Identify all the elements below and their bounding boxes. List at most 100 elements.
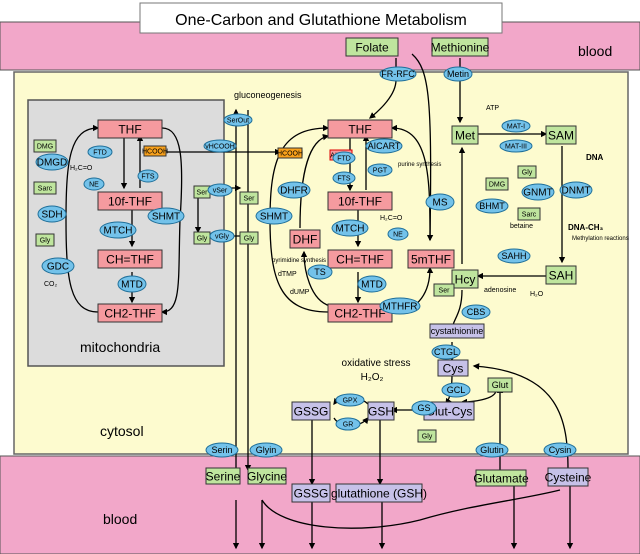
metabolite-gssg-label: GSSG [294, 404, 329, 418]
metabolite-sam-label: SAM [548, 128, 574, 142]
metabolite-hcooh-m: HCOOH [142, 145, 168, 157]
metabolite-hcy: Hcy [451, 269, 479, 289]
enzyme-vser-label: vSer [213, 187, 228, 194]
enzyme-mat-i-label: MAT-I [507, 123, 525, 130]
metabolite-cystathionine-label: cystathionine [431, 326, 484, 336]
enzyme-mtch-c: MTCH [331, 219, 369, 237]
metabolite-sah: SAH [545, 265, 577, 285]
metabolite-ch2-thf-c-label: CH2-THF [334, 306, 385, 320]
enzyme-sahh-label: SAHH [501, 251, 526, 261]
enzyme-glutin-label: Glutin [480, 445, 504, 455]
metabolite-dhf-label: DHF [293, 232, 318, 246]
metabolite-cysteine: Cysteine [545, 467, 592, 487]
annotation-methylation-reactions: Methylation reactions [572, 236, 629, 242]
enzyme-mtch-c-label: MTCH [336, 224, 365, 235]
metabolite-sarc-m-label: Sarc [38, 186, 53, 193]
enzyme-pgt-label: PGT [373, 167, 388, 174]
enzyme-shmt-c: SHMT [255, 207, 293, 225]
enzyme-mtd-c-label: MTD [361, 280, 383, 291]
metabolite-hcooh-c: HCOOH [277, 147, 303, 159]
enzyme-ms: MS [425, 193, 455, 211]
metabolite-thf-c-label: THF [348, 122, 371, 136]
enzyme-fr-rfc-label: FR-RFC [381, 69, 415, 79]
enzyme-mtch-m: MTCH [99, 221, 137, 239]
metabolite-gssg: GSSG [291, 401, 331, 421]
enzyme-shmt-m: SHMT [147, 207, 185, 225]
enzyme-gs: GS [411, 400, 437, 416]
metabolite-gsh-label: GSH [368, 404, 394, 418]
metabolite-f10-thf-m: 10f-THF [97, 191, 163, 211]
enzyme-metin-label: Metin [447, 69, 469, 79]
enzyme-sdh-label: SDH [41, 210, 62, 221]
enzyme-dmgd-label: DMGD [37, 158, 68, 169]
metabolite-cysteine-label: Cysteine [545, 470, 592, 484]
enzyme-gr: GR [335, 417, 361, 431]
metabolite-dmg-c-label: DMG [489, 182, 505, 189]
enzyme-mat-iii-label: MAT-III [505, 143, 527, 150]
edge-dhf-thf [299, 133, 330, 229]
metabolite-methionine: Methionine [431, 37, 490, 57]
annotation-co2: CO₂ [44, 281, 58, 288]
metabolite-thf-m-label: THF [118, 122, 141, 136]
enzyme-fr-rfc: FR-RFC [379, 66, 417, 82]
enzyme-ms-label: MS [433, 198, 448, 209]
metabolite-folate: Folate [345, 37, 399, 57]
metabolite-glutamate-label: Glutamate [473, 471, 529, 485]
enzyme-gpx-label: GPX [343, 397, 358, 404]
enzyme-ctgl-label: CTGL [434, 347, 458, 357]
enzyme-gnmt: GNMT [521, 183, 555, 201]
metabolite-gly-gnmt: Gly [517, 165, 537, 179]
metabolite-sarc-c: Sarc [517, 207, 541, 221]
metabolite-thf-m: THF [97, 119, 163, 139]
metabolite-sah-label: SAH [549, 268, 574, 282]
annotation-atp: ATP [486, 105, 499, 112]
enzyme-bhmt-label: BHMT [479, 201, 505, 211]
metabolite-ch-thf-c-label: CH=THF [336, 252, 384, 266]
metabolite-gssg-blood-label: GSSG [294, 486, 329, 500]
enzyme-mtd-c: MTD [357, 275, 387, 293]
metabolite-serine: Serine [205, 467, 241, 485]
enzyme-vhcooh-label: vHCOOH [205, 143, 235, 150]
metabolite-f10-thf-c-label: 10f-THF [338, 194, 382, 208]
metabolite-glycine: Glycine [247, 467, 287, 485]
enzyme-mthfr: MTHFR [379, 297, 421, 315]
metabolite-gly-m2-label: Gly [197, 236, 208, 243]
metabolite-thf-c: THF [327, 119, 393, 139]
enzyme-gs-label: GS [417, 403, 430, 413]
enzyme-mat-i: MAT-I [501, 119, 531, 133]
metabolite-ser-c: Ser [239, 191, 259, 205]
enzyme-mtd-m: MTD [117, 275, 147, 293]
metabolite-f10-thf-c: 10f-THF [327, 191, 393, 211]
enzyme-ts: TS [307, 264, 333, 280]
enzyme-serin: Serin [205, 442, 239, 458]
enzyme-fto-c: FTD [332, 151, 356, 165]
annotation-oxidative-stress: oxidative stress [342, 358, 411, 369]
mitochondria-label: mitochondria [80, 339, 160, 355]
metabolite-ch-thf-c: CH=THF [327, 249, 393, 269]
metabolite-ch-thf-m-label: CH=THF [106, 252, 154, 266]
metabolite-f10-thf-m-label: 10f-THF [108, 194, 152, 208]
annotation-dna: DNA [586, 153, 604, 162]
metabolite-ser-m: Ser [193, 185, 211, 199]
edge-ch2-dhf [300, 250, 331, 307]
metabolite-ser-m-label: Ser [197, 190, 209, 197]
metabolite-dmg: DMG [33, 139, 57, 153]
annotation-adenosine: adenosine [484, 287, 516, 294]
metabolite-gly-m2: Gly [193, 231, 211, 245]
blood-top-label: blood [578, 43, 612, 59]
metabolite-mthf: 5mTHF [407, 249, 455, 269]
pathway-connections [65, 53, 574, 550]
annotation-dump: dUMP [290, 289, 310, 296]
metabolite-cys: Cys [437, 359, 469, 377]
enzyme-shmt-c-label: SHMT [260, 212, 288, 223]
metabolite-met: Met [451, 125, 479, 145]
annotation-dtmp: dTMP [278, 271, 297, 278]
enzyme-vgly-label: vGly [215, 233, 230, 240]
enzyme-glyin-label: Glyin [256, 445, 277, 455]
enzyme-fto-m: FTD [87, 145, 113, 159]
metabolite-gly-gnmt-label: Gly [522, 170, 533, 177]
enzyme-glyin: Glyin [249, 442, 283, 458]
edge-mito-cycle-left [65, 124, 100, 313]
cytosol-label: cytosol [100, 423, 144, 439]
